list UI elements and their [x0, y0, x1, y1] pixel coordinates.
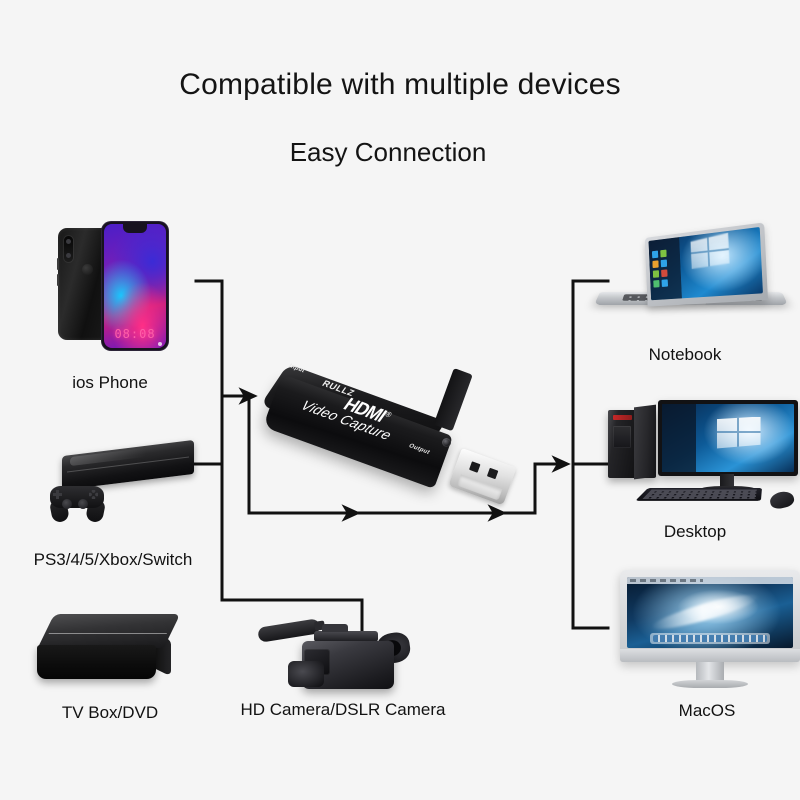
device-game-console: [36, 439, 206, 532]
phone-camera-module: [64, 236, 73, 262]
caption-desktop: Desktop: [663, 522, 727, 541]
wire-camera-branch: [220, 598, 364, 642]
laptop-assembly: [594, 222, 788, 328]
page-title: Compatible with multiple devices: [179, 68, 621, 101]
device-hdmi-capture-card: RULLZ HDMI® Video Capture Input Output: [260, 356, 517, 506]
imac-assembly: [620, 570, 800, 694]
page-subtitle: Easy Connection: [0, 137, 800, 168]
windows-logo-icon: [690, 233, 729, 269]
imac-bezel: [620, 570, 800, 662]
caption-ios-phone: ios Phone: [72, 373, 148, 392]
camcorder-microphone: [257, 618, 321, 643]
macos-dock: [650, 633, 770, 644]
device-ios-phone: 08:08: [57, 222, 168, 350]
desktop-tower: [608, 404, 656, 480]
device-hd-camera: [257, 615, 428, 705]
device-notebook: [594, 222, 788, 330]
imac-chin: [620, 649, 800, 662]
caption-macos: MacOS: [678, 701, 736, 720]
phone-notch: [123, 224, 147, 233]
capture-usb-connector: [447, 448, 518, 510]
desktop-keyboard: [635, 488, 762, 501]
device-tv-box: [36, 614, 186, 694]
caption-hd-camera: HD Camera/DSLR Camera: [240, 700, 446, 719]
tv-box-chassis: [36, 614, 182, 690]
desktop-start-menu-pane: [662, 404, 697, 472]
phone-status-dot: [158, 342, 162, 346]
capture-screw: [442, 438, 451, 447]
macos-menu-bar: [627, 577, 793, 584]
device-desktop: [608, 400, 800, 518]
desktop-drive-bay: [613, 426, 631, 448]
caption-notebook: Notebook: [648, 345, 722, 364]
phone-clock: 08:08: [114, 327, 156, 341]
laptop-start-menu-pane: [648, 237, 683, 301]
phone-wallpaper: [104, 224, 166, 348]
desktop-screen-wallpaper: [662, 404, 794, 472]
capture-hdmi-port-face: [433, 368, 473, 432]
console-gloss: [70, 447, 147, 467]
imac-neck: [696, 662, 724, 682]
laptop-lid: [644, 222, 768, 307]
imac-wallpaper-galaxy: [650, 589, 760, 635]
caption-game-console: PS3/4/5/Xbox/Switch: [33, 550, 193, 569]
desktop-assembly: [608, 400, 800, 516]
desktop-mouse: [768, 489, 796, 511]
monitor-neck: [720, 474, 734, 488]
desktop-monitor: [658, 400, 798, 476]
console-chassis: [62, 439, 194, 491]
windows-logo-icon: [716, 416, 761, 449]
caption-tv-box: TV Box/DVD: [61, 703, 159, 722]
camcorder-lens: [288, 661, 324, 687]
imac-screen-wallpaper: [627, 577, 793, 648]
camcorder-top-handle: [314, 624, 378, 642]
laptop-screen-wallpaper: [648, 226, 763, 301]
camcorder-body: [257, 615, 428, 703]
device-macos: [620, 570, 800, 696]
page-subtitle-text: Easy Connection: [289, 137, 487, 167]
desktop-tower-side: [634, 404, 656, 480]
game-controller: [40, 484, 114, 524]
imac-foot: [672, 680, 748, 688]
phone-fingerprint-sensor: [82, 264, 93, 275]
phone-front-display: 08:08: [102, 222, 168, 350]
